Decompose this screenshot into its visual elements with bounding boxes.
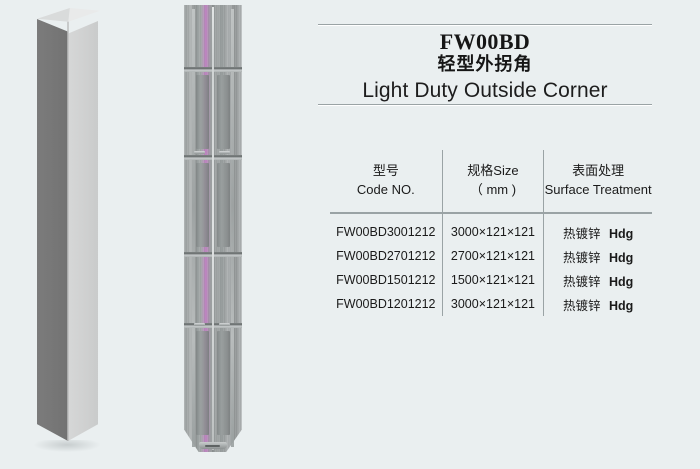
column-header-size: 规格Size （ mm ) <box>441 150 544 213</box>
cell-surface-en: Hdg <box>608 250 634 265</box>
table-row: FW00BD1501212 1500×121×121 热镀锌 Hdg <box>330 268 652 292</box>
cell-surface-cn: 热镀锌 <box>562 226 601 241</box>
bracket-rib <box>217 163 230 247</box>
table-row: FW00BD2701212 2700×121×121 热镀锌 Hdg <box>330 244 652 268</box>
divider-top <box>318 24 652 26</box>
column-right-face <box>68 21 98 441</box>
cell-surface: 热镀锌 Hdg <box>543 213 652 244</box>
column-header-code-cn: 型号 <box>372 163 399 179</box>
bracket-rib <box>217 75 230 149</box>
cell-size: 3000×121×121 <box>441 213 544 244</box>
column-drop-shadow <box>34 440 100 452</box>
column-header-surface: 表面处理 Surface Treatment <box>543 150 652 213</box>
table-row: FW00BD3001212 3000×121×121 热镀锌 Hdg <box>330 213 652 244</box>
column-header-code: 型号 Code NO. <box>330 150 442 213</box>
bracket-rib <box>217 331 230 435</box>
product-code-heading: FW00BD <box>439 29 531 54</box>
cell-surface-cn: 热镀锌 <box>562 298 601 313</box>
product-name-english: Light Duty Outside Corner <box>362 78 608 102</box>
product-title-block: FW00BD 轻型外拐角 Light Duty Outside Corner <box>318 30 652 104</box>
cell-surface-en: Hdg <box>608 226 634 241</box>
spec-table-body: FW00BD3001212 3000×121×121 热镀锌 Hdg FW00B… <box>330 213 652 316</box>
spec-table-header-row: 型号 Code NO. 规格Size （ mm ) 表面处理 Surface T… <box>330 150 652 213</box>
cell-code: FW00BD2701212 <box>336 249 436 263</box>
column-header-size-cn: 规格Size <box>467 163 519 179</box>
corner-bracket-photo <box>183 5 243 460</box>
bracket-rib <box>196 331 209 435</box>
cell-surface-cn: 热镀锌 <box>562 274 601 289</box>
bracket-stamped-tab <box>194 323 205 326</box>
bracket-stamped-tab <box>194 151 205 154</box>
bracket-stamped-tab <box>219 151 230 154</box>
bracket-stamped-tab <box>219 323 230 326</box>
bracket-left-flange <box>192 9 195 447</box>
cell-surface: 热镀锌 Hdg <box>543 292 652 316</box>
product-image-region <box>0 0 318 469</box>
cell-code: FW00BD1501212 <box>336 273 436 287</box>
divider-under-title <box>318 104 652 106</box>
bracket-right-flange <box>231 9 234 447</box>
bracket-center-fold <box>212 7 214 450</box>
column-header-code-en: Code NO. <box>356 182 415 197</box>
cell-code: FW00BD3001212 <box>336 225 436 239</box>
cell-code: FW00BD1201212 <box>336 297 436 311</box>
column-header-size-unit: （ mm ) <box>469 182 517 197</box>
column-corner-edge <box>67 21 69 441</box>
cell-surface-cn: 热镀锌 <box>562 250 601 265</box>
spec-table-element: 型号 Code NO. 规格Size （ mm ) 表面处理 Surface T… <box>330 150 652 316</box>
cell-surface-en: Hdg <box>608 274 634 289</box>
column-left-face <box>37 19 68 441</box>
bracket-rib <box>196 163 209 247</box>
column-header-surface-en: Surface Treatment <box>544 182 652 197</box>
cell-surface: 热镀锌 Hdg <box>543 268 652 292</box>
spec-table-head: 型号 Code NO. 规格Size （ mm ) 表面处理 Surface T… <box>330 150 652 213</box>
cell-size: 2700×121×121 <box>441 244 544 268</box>
product-name-chinese: 轻型外拐角 <box>437 54 533 75</box>
specification-panel: FW00BD 轻型外拐角 Light Duty Outside Corner 型… <box>318 0 700 469</box>
column-3d-render-image <box>28 8 100 458</box>
cell-surface: 热镀锌 Hdg <box>543 244 652 268</box>
cell-surface-en: Hdg <box>608 298 634 313</box>
bracket-end-slot <box>205 445 220 447</box>
cell-size: 1500×121×121 <box>441 268 544 292</box>
cell-size: 3000×121×121 <box>441 292 544 316</box>
table-row: FW00BD1201212 3000×121×121 热镀锌 Hdg <box>330 292 652 316</box>
bracket-rib <box>196 75 209 149</box>
column-header-surface-cn: 表面处理 <box>572 163 625 179</box>
specification-table: 型号 Code NO. 规格Size （ mm ) 表面处理 Surface T… <box>330 150 652 316</box>
